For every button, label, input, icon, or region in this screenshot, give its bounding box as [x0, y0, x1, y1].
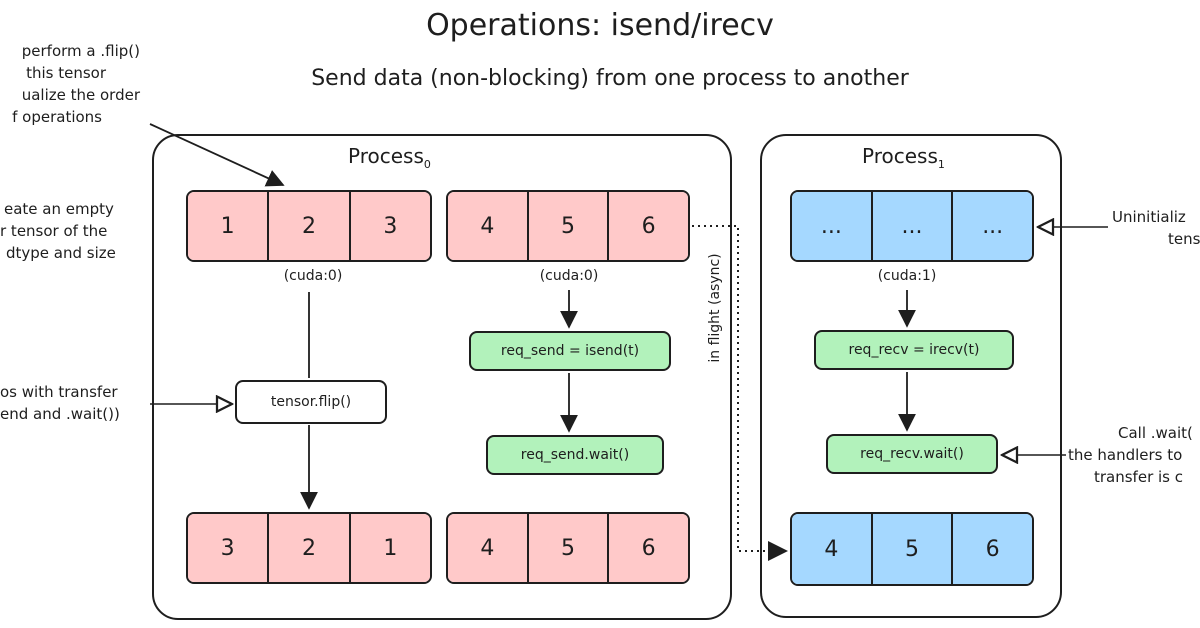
tensor-cell: 2 — [269, 514, 351, 582]
p1-output-tensor: 4 5 6 — [790, 512, 1034, 586]
wait-note: Call .wait( the handlers to transfer is … — [1068, 422, 1200, 488]
note-line: dtype and size — [6, 244, 116, 262]
uninit-note: Uninitializ tens — [1112, 206, 1200, 250]
flip-note: perform a .flip() this tensor ualize the… — [0, 40, 140, 128]
tensor-cell: 3 — [350, 192, 430, 260]
p0-send-tensor: 4 5 6 — [446, 190, 690, 262]
process-1-index: 1 — [937, 158, 945, 171]
isend-op-box: req_send = isend(t) — [469, 331, 671, 371]
diagram-title: Operations: isend/irecv — [426, 8, 774, 43]
process-0-label: Process0 — [348, 144, 431, 171]
tensor-cell: 5 — [528, 192, 610, 260]
process-0-box — [152, 134, 732, 620]
tensor-cell: 6 — [609, 192, 688, 260]
tensor-cell: ... — [872, 192, 954, 260]
note-line: transfer is c — [1094, 468, 1184, 486]
note-line: ualize the order — [21, 86, 140, 104]
in-flight-arrow — [692, 225, 788, 561]
note-line: tens — [1168, 230, 1200, 248]
recv-wait-op-box: req_recv.wait() — [826, 434, 998, 474]
note-line: Uninitializ — [1112, 208, 1186, 226]
tensor-cell: 6 — [953, 514, 1032, 584]
tensor-cell: ... — [953, 192, 1032, 260]
tensor-cell: 5 — [528, 514, 610, 582]
note-line: eate an empty — [4, 200, 114, 218]
p0-output-tensor: 3 2 1 — [186, 512, 432, 584]
note-line: Call .wait( — [1118, 424, 1193, 442]
tensor-cell: 6 — [609, 514, 688, 582]
process-0-name: Process — [348, 144, 424, 168]
device-label-p0-b: (cuda:0) — [539, 268, 599, 284]
p0-send-after-tensor: 4 5 6 — [446, 512, 690, 584]
device-label-p1: (cuda:1) — [877, 268, 937, 284]
note-line: end and .wait()) — [0, 405, 120, 423]
note-line: os with transfer — [0, 383, 118, 401]
note-line: this tensor — [26, 64, 106, 82]
tensor-cell: 5 — [872, 514, 954, 584]
process-1-label: Process1 — [862, 144, 945, 171]
flip-op-box: tensor.flip() — [235, 380, 387, 424]
send-wait-op-box: req_send.wait() — [486, 435, 664, 475]
p0-input-tensor: 1 2 3 — [186, 190, 432, 262]
tensor-cell: 4 — [448, 514, 529, 582]
tensor-cell: ... — [792, 192, 873, 260]
note-line: the handlers to — [1068, 446, 1183, 464]
p1-input-tensor: ... ... ... — [790, 190, 1034, 262]
process-0-index: 0 — [423, 158, 431, 171]
overlap-note: os with transfer end and .wait()) — [0, 381, 150, 425]
tensor-cell: 4 — [792, 514, 873, 584]
process-1-name: Process — [862, 144, 938, 168]
tensor-cell: 1 — [188, 192, 270, 260]
tensor-cell: 4 — [448, 192, 529, 260]
process-1-box — [760, 134, 1062, 618]
diagram-subtitle: Send data (non-blocking) from one proces… — [311, 66, 909, 91]
create-note: eate an empty r tensor of the dtype and … — [0, 198, 150, 264]
note-line: r tensor of the — [0, 222, 108, 240]
tensor-cell: 3 — [188, 514, 270, 582]
flip-note-arrow — [149, 123, 285, 187]
tensor-cell: 2 — [269, 192, 351, 260]
irecv-op-box: req_recv = irecv(t) — [814, 330, 1014, 370]
tensor-cell: 1 — [350, 514, 430, 582]
device-label-p0-a: (cuda:0) — [283, 268, 343, 284]
note-line: perform a .flip() — [21, 42, 140, 60]
note-line: f operations — [12, 108, 102, 126]
